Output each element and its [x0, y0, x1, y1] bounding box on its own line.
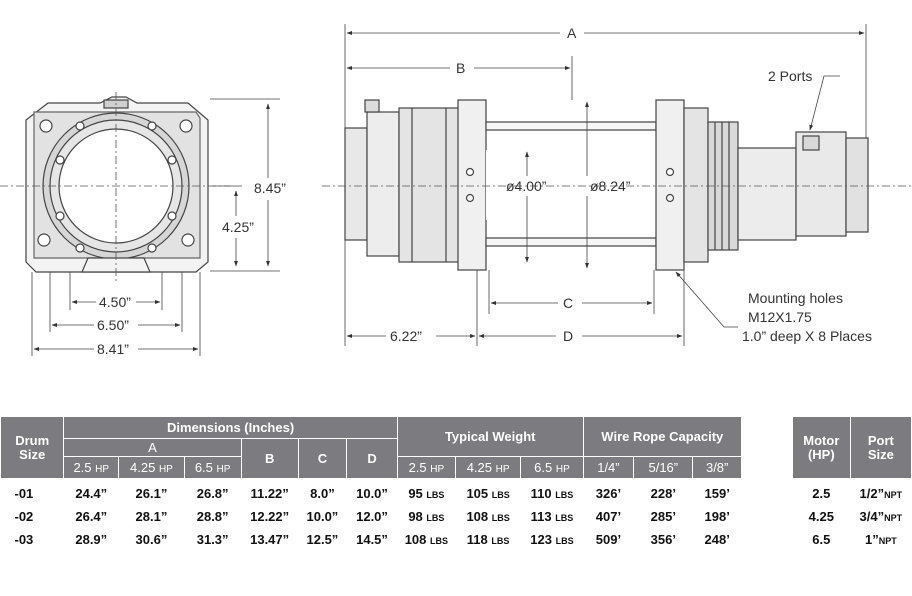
header-weight-hp: 2.5 HP: [396, 456, 456, 479]
header-weight-hp: 6.5 HP: [520, 456, 584, 479]
table-row: -02 26.4” 28.1” 28.8” 12.22” 10.0” 12.0”…: [14, 509, 730, 524]
front-bolt: [55, 211, 65, 221]
table-row: 2.5 1/2”NPT: [812, 486, 903, 501]
side-bolt: [465, 193, 475, 203]
table-row: 4.25 3/4”NPT: [808, 509, 903, 524]
header-port-size: Port Size: [849, 416, 912, 479]
front-bolt: [75, 121, 85, 131]
side-dim-lines: [344, 24, 867, 346]
dim-b-label: B: [456, 60, 465, 76]
winch-drawing: 8.45” 4.25” 4.50” 6.50” 8.41”: [0, 24, 912, 357]
header-a: A: [63, 438, 242, 457]
dim-offset-label: 6.22”: [390, 328, 422, 344]
header-motor-hp: Motor (HP): [792, 416, 851, 479]
dim-450-label: 4.50”: [99, 294, 131, 310]
dimensions-table: Drum Size Dimensions (Inches) Typical We…: [0, 416, 743, 551]
dim-d-label: D: [563, 328, 573, 344]
dim-center-label: 4.25”: [222, 219, 254, 235]
dim-c-label: C: [563, 295, 573, 311]
header-wire-size: 1/4”: [582, 456, 635, 479]
header-d: D: [346, 438, 398, 479]
table-row: -03 28.9” 30.6” 31.3” 13.47” 12.5” 14.5”…: [14, 532, 730, 547]
header-a-hp: 2.5 HP: [63, 456, 120, 479]
header-wire-rope-capacity: Wire Rope Capacity: [582, 416, 743, 457]
side-bolt: [665, 193, 675, 203]
dim-height-label: 8.45”: [254, 180, 286, 196]
mounting-holes-line2: M12X1.75: [748, 309, 812, 325]
front-bolt: [147, 243, 157, 253]
header-drum-size: Drum Size: [0, 416, 65, 479]
dim-650-label: 6.50”: [97, 317, 129, 333]
front-bolt: [167, 155, 177, 165]
dim-841-label: 8.41”: [97, 341, 129, 357]
header-dimensions: Dimensions (Inches): [63, 416, 398, 439]
header-a-hp: 6.5 HP: [183, 456, 242, 479]
mounting-holes-line3: 1.0” deep X 8 Places: [742, 328, 872, 344]
header-wire-size: 3/8”: [692, 456, 742, 479]
header-typical-weight: Typical Weight: [396, 416, 584, 457]
ports-callout: 2 Ports: [768, 68, 812, 84]
front-view: [25, 96, 209, 273]
front-bolt: [55, 155, 65, 165]
drum-diameter-label: ø4.00”: [506, 178, 547, 194]
front-bolt: [147, 121, 157, 131]
side-bolt: [665, 167, 675, 177]
flange-diameter-label: ø8.24”: [590, 178, 631, 194]
front-center-lines: [0, 92, 230, 282]
mounting-holes-line1: Mounting holes: [748, 290, 843, 306]
front-bolt: [75, 243, 85, 253]
header-c: C: [297, 438, 348, 479]
side-bolt: [465, 167, 475, 177]
front-bolt: [167, 211, 177, 221]
side-view: [344, 99, 869, 271]
dim-a-label: A: [567, 25, 577, 41]
table-row: -01 24.4” 26.1” 26.8” 11.22” 8.0” 10.0” …: [14, 486, 730, 501]
header-a-hp: 4.25 HP: [118, 456, 185, 479]
header-weight-hp: 4.25 HP: [454, 456, 522, 479]
header-b: B: [240, 438, 299, 479]
header-wire-size: 5/16”: [633, 456, 694, 479]
port-size-table: Motor (HP) Port Size 2.5 1/2”NPT 4.25 3/…: [792, 416, 912, 551]
front-dim-lines: [31, 98, 280, 356]
table-row: 6.5 1”NPT: [812, 532, 897, 547]
